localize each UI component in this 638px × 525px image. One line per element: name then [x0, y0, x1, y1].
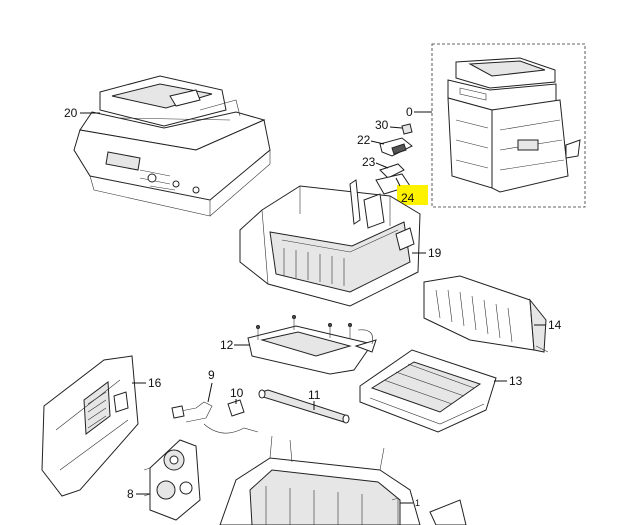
part-16-side-cover — [41, 355, 139, 497]
part-12-laser-unit — [247, 325, 377, 375]
part-13-paper-guide — [359, 349, 497, 433]
callout-20-label: 20 — [64, 106, 78, 120]
callout-24-highlight — [397, 185, 428, 205]
part-22-bracket — [379, 137, 413, 157]
part-14-rear-guide — [423, 275, 549, 353]
callout-16-label: 16 — [148, 376, 162, 390]
callout-8-label: 8 — [127, 487, 134, 501]
callout-23-leader — [375, 162, 389, 169]
callout-9-label: 9 — [208, 368, 215, 382]
callout-30-leader — [389, 126, 403, 129]
screw-markers — [256, 315, 352, 340]
callout-30-label: 30 — [375, 118, 389, 132]
callout-11-label: 11 — [308, 388, 321, 402]
part-11-transfer-roller — [258, 389, 350, 424]
callout-9-leader — [207, 382, 213, 403]
part-30-clip — [401, 123, 413, 135]
callout-13-label: 13 — [509, 374, 523, 388]
part-19-main-frame — [239, 179, 421, 307]
callout-24-label: 24 — [401, 191, 415, 205]
part-8-gear-drive — [143, 439, 201, 521]
callout-19-label: 19 — [428, 246, 442, 260]
callout-12-label: 12 — [220, 338, 234, 352]
part-9-harness — [171, 401, 213, 423]
complete-unit-frame — [431, 43, 586, 208]
callout-1-label: 1 — [415, 498, 420, 508]
callout-24-leader — [395, 177, 401, 187]
callout-10-label: 10 — [230, 386, 244, 400]
callout-0-label: 0 — [406, 105, 413, 119]
scanner-adf-assembly — [73, 75, 271, 217]
callout-22-label: 22 — [357, 133, 371, 147]
callout-14-label: 14 — [548, 318, 562, 332]
part-1-main-body — [219, 435, 467, 525]
callout-22-leader — [370, 140, 385, 145]
part-23-holder — [379, 163, 405, 179]
callout-23-label: 23 — [362, 155, 376, 169]
part-10-bracket — [203, 399, 259, 434]
complete-printer-illustration — [447, 57, 581, 193]
